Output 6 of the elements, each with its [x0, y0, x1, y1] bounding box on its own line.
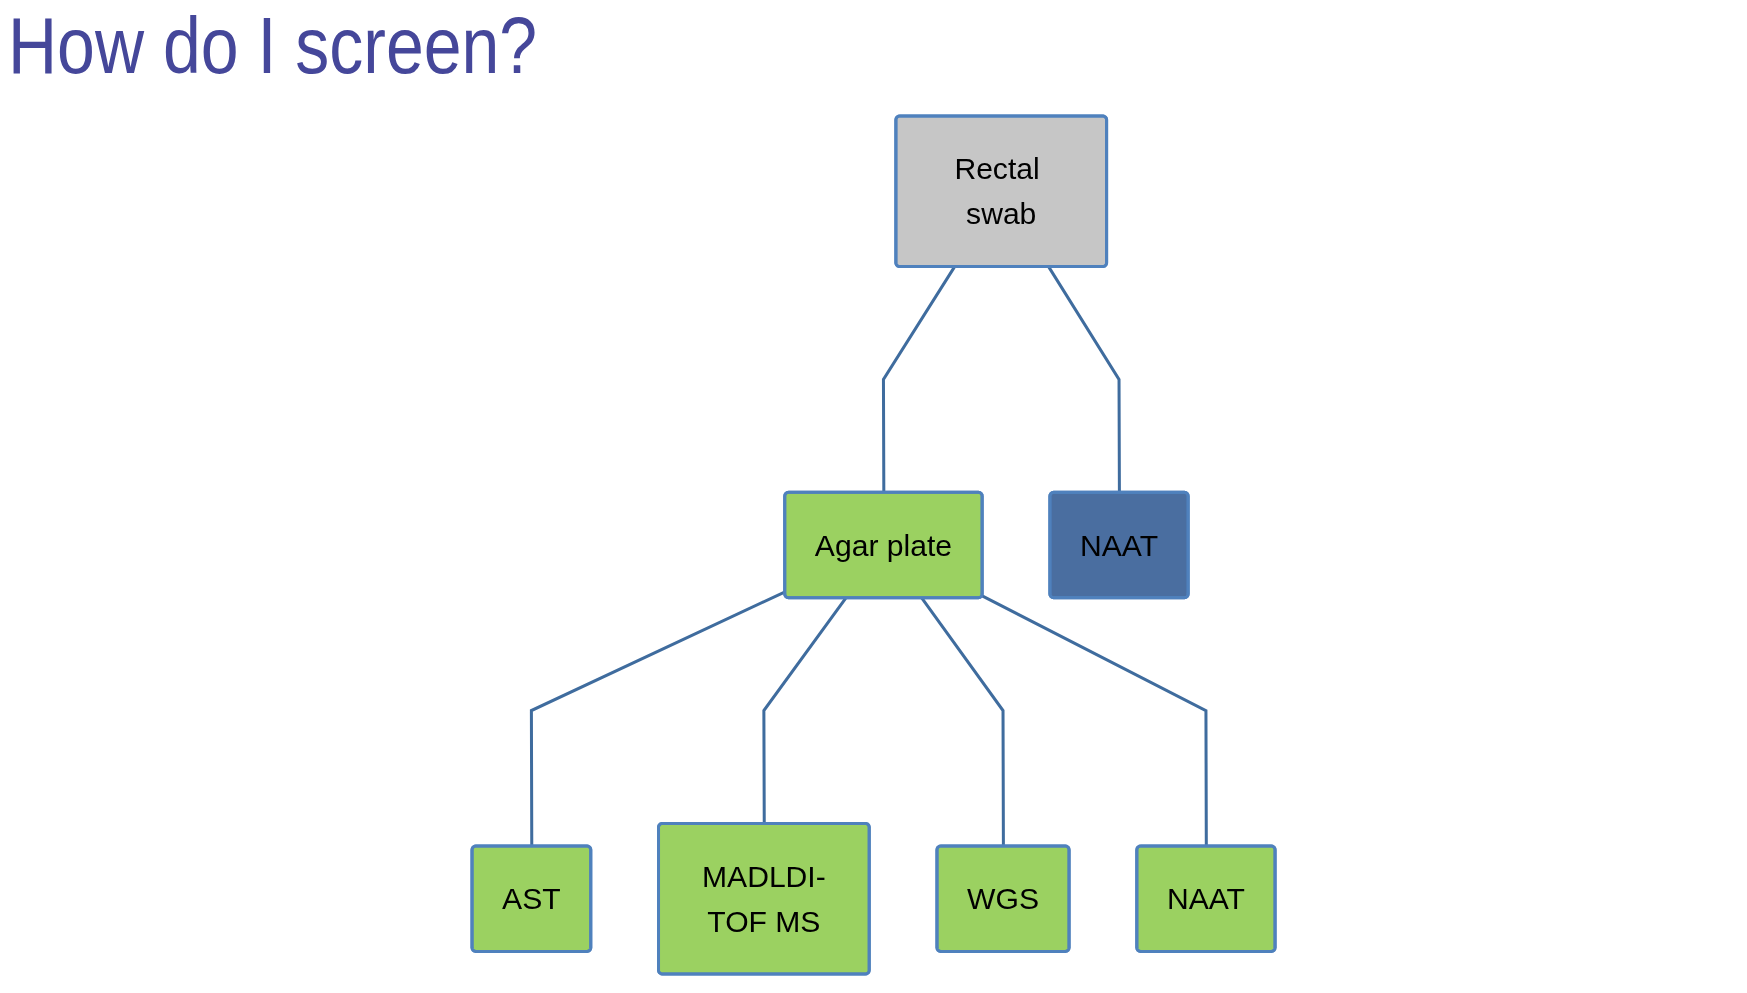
connector — [762, 597, 847, 824]
slide-title: How do I screen? — [8, 0, 538, 92]
connector — [881, 266, 956, 493]
connector — [920, 597, 1005, 847]
connector — [981, 594, 1208, 847]
connector — [1047, 266, 1121, 493]
